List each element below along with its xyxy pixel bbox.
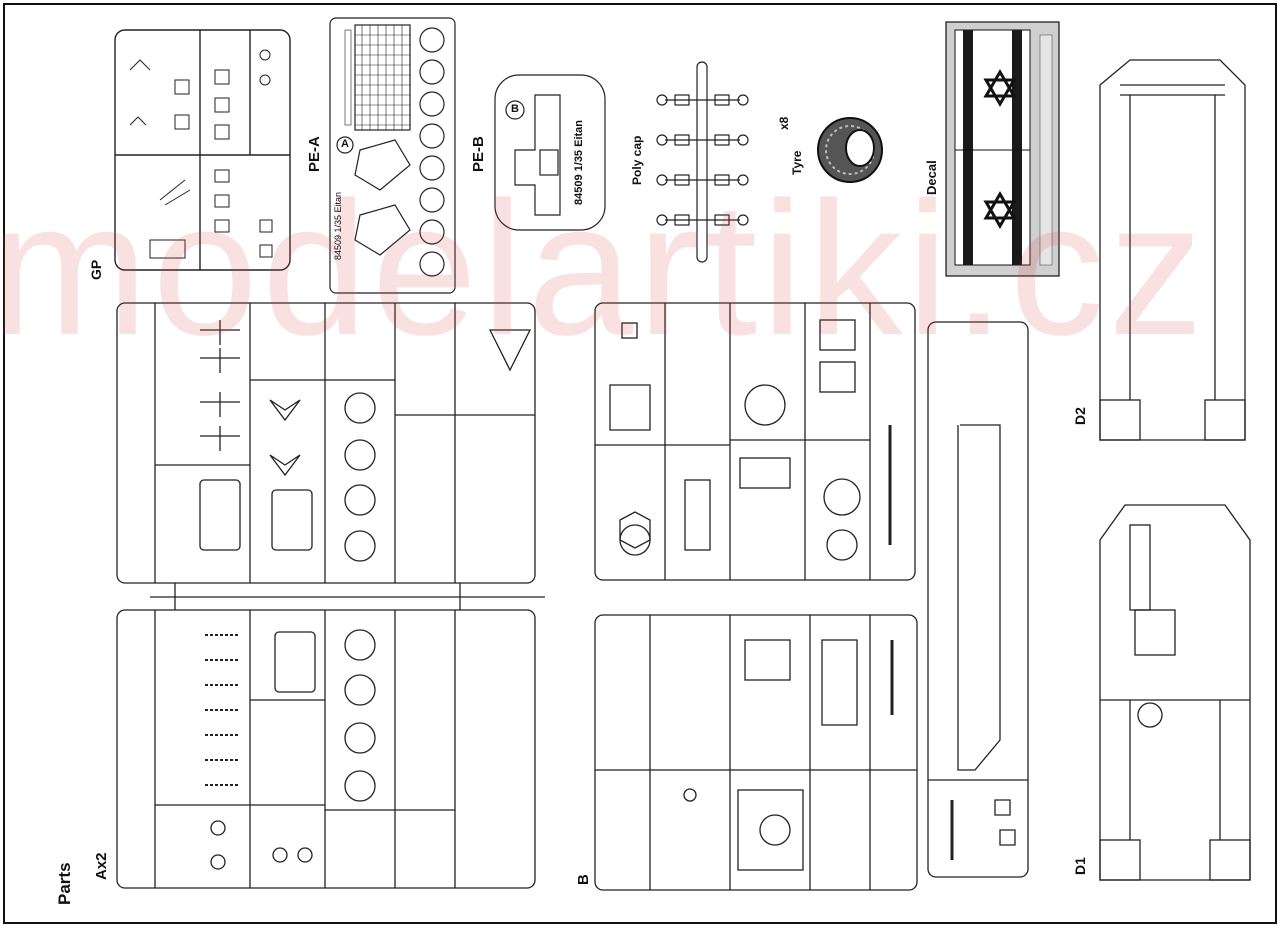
d2-hull — [1099, 59, 1246, 441]
pe-b-text: 84509 1/35 Eitan — [573, 119, 585, 205]
label-a: Ax2 — [93, 852, 110, 880]
page-title: Parts — [55, 862, 74, 905]
label-decal: Decal — [924, 160, 939, 195]
sprue-a-lower — [116, 609, 536, 889]
tyre — [817, 117, 883, 183]
sprue-a-upper — [116, 302, 536, 584]
label-pe-a: PE-A — [306, 136, 323, 172]
sprue-b-upper — [594, 302, 916, 581]
label-tyre: Tyre — [790, 150, 804, 175]
a-runners — [150, 583, 545, 610]
pe-a-text: 84509 1/35 Eitan — [333, 191, 343, 260]
label-d1: D1 — [1072, 857, 1088, 875]
pe-b-marker: B — [511, 103, 519, 115]
hull-sprue — [927, 321, 1029, 878]
pe-a-marker: A — [341, 138, 349, 150]
label-poly-cap: Poly cap — [630, 135, 644, 185]
label-d2: D2 — [1072, 407, 1088, 425]
poly-cap-sprue — [656, 61, 749, 263]
pe-a-fret — [329, 17, 456, 294]
gp-sprue — [114, 29, 291, 271]
label-tyre-count: x8 — [777, 116, 791, 130]
d1-hull — [1099, 504, 1251, 881]
label-pe-b: PE-B — [470, 136, 487, 172]
pe-b-fret — [494, 74, 606, 231]
label-b: B — [575, 874, 592, 885]
sprue-b-lower — [594, 614, 918, 891]
decal-sheet — [945, 21, 1060, 277]
label-gp: GP — [88, 259, 104, 280]
